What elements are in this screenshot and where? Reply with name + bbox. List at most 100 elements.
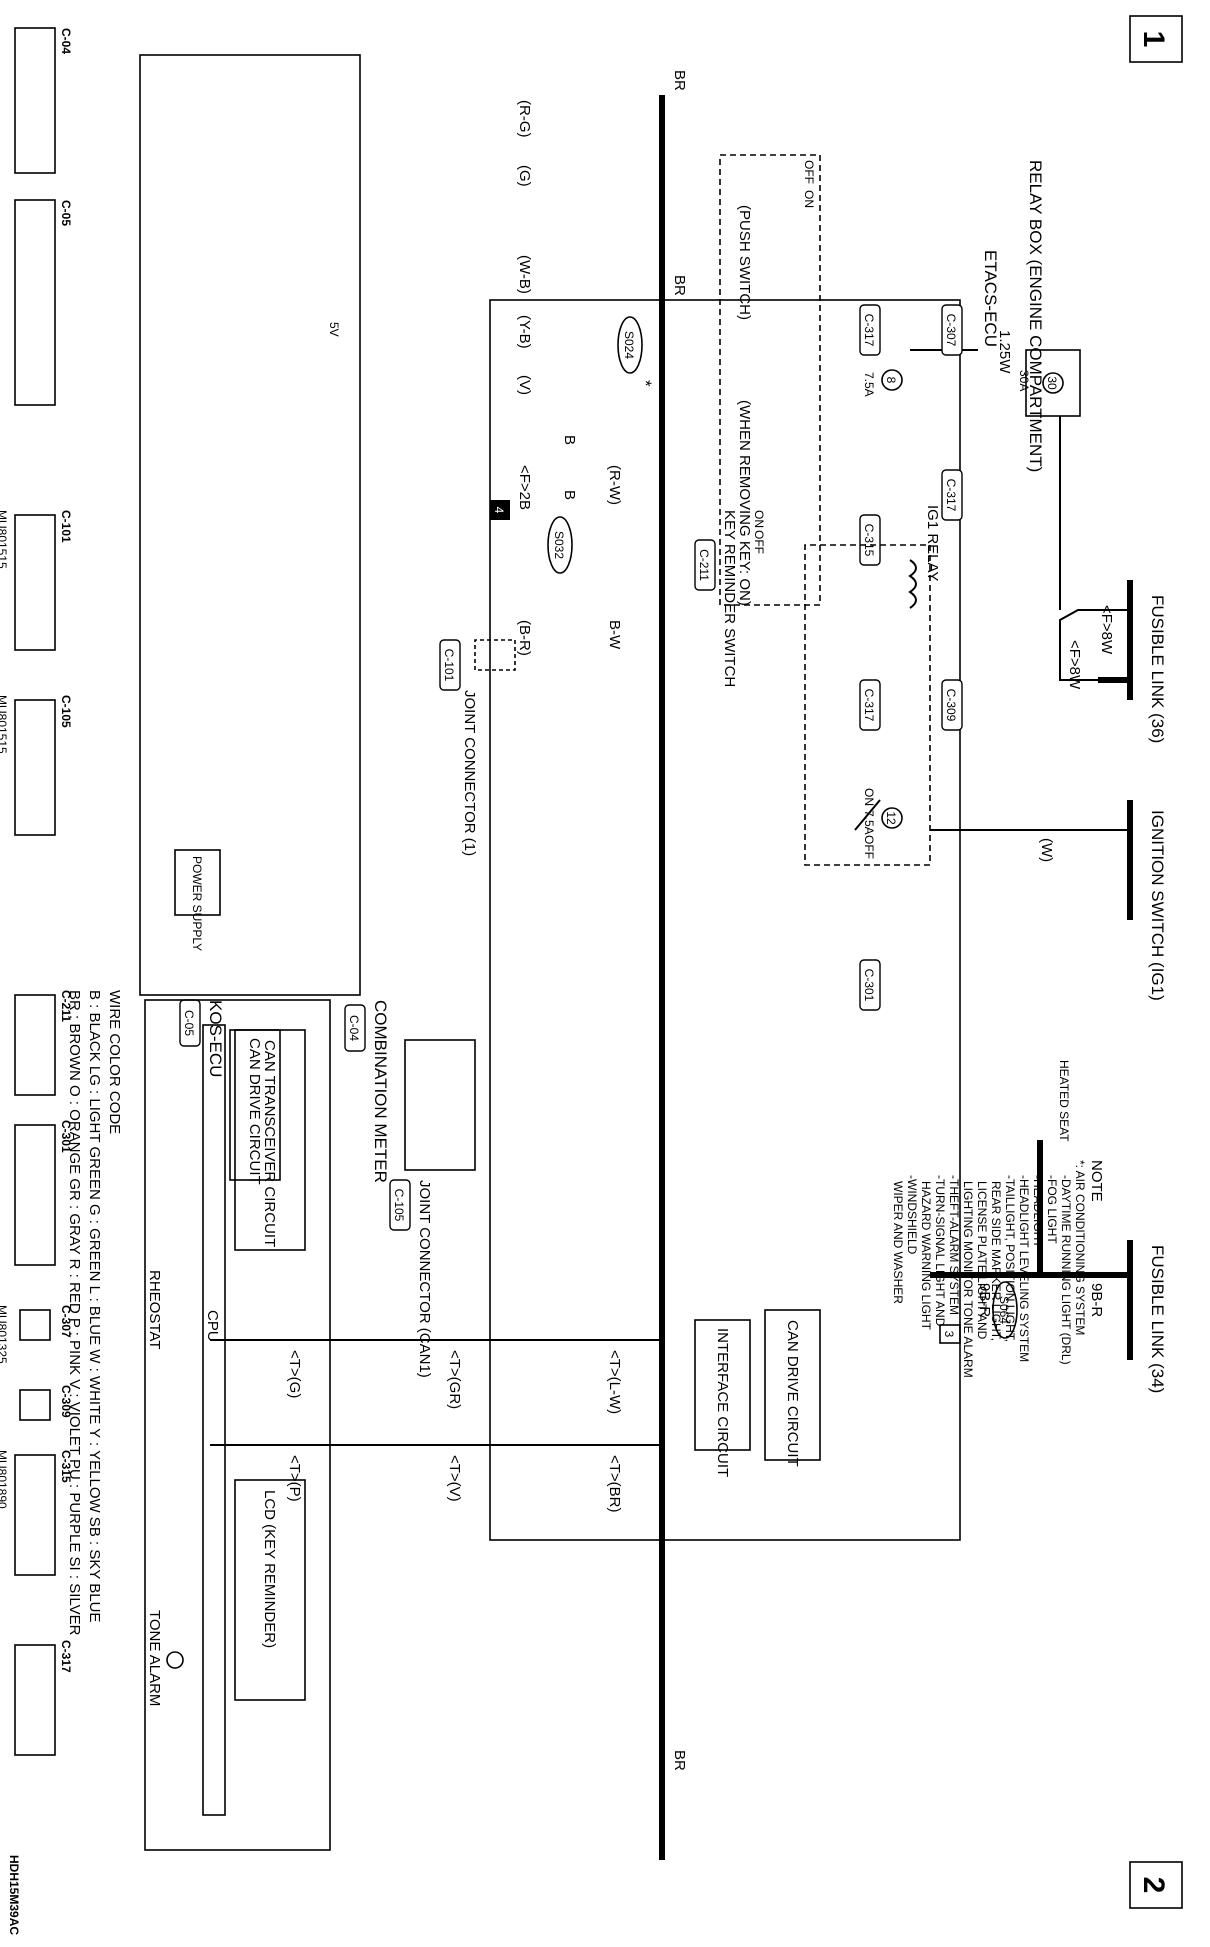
splice-s064: S064 <box>992 1281 1018 1339</box>
fusible-link-36-wires <box>1059 609 1130 681</box>
legend-c211: C-211 <box>14 990 73 1096</box>
tone-alarm-label: TONE ALARM <box>146 1610 163 1706</box>
push-switch-off: OFF <box>802 160 816 184</box>
page-marker-1: 1 <box>1129 15 1183 63</box>
asterisk-label: * <box>636 380 655 387</box>
svg-text:MU801325: MU801325 <box>0 1305 9 1364</box>
joint-connector-can1-label: JOINT CONNECTOR (CAN1) <box>416 1180 433 1378</box>
svg-text:C-317: C-317 <box>59 1640 73 1673</box>
etacs-can-drive-circuit-label: CAN DRIVE CIRCUIT <box>784 1320 801 1467</box>
svg-text:8: 8 <box>884 377 898 384</box>
power-supply-box <box>174 849 221 916</box>
fuse-12: 12 7.5A <box>862 807 903 835</box>
joint-connector-1-label: JOINT CONNECTOR (1) <box>461 690 478 856</box>
wire-label-tbr: <T>(BR) <box>606 1455 623 1513</box>
note-line-6: REAR SIDE MARKER LIGHT, <box>989 1181 1003 1341</box>
fuse-30: 30 30A <box>1017 370 1064 394</box>
connector-tag-c101: C-101 <box>439 639 461 691</box>
wire-label-tg: <T>(G) <box>286 1350 303 1398</box>
note-line-2: -FOG LIGHT <box>1045 1175 1059 1244</box>
wire-label-tv: <T>(V) <box>446 1455 463 1502</box>
wire-label-br-mid: BR <box>671 275 688 296</box>
connector-tag-c315: C-315 <box>859 514 881 566</box>
svg-text:C-101: C-101 <box>442 649 456 682</box>
figure-code: HDH15M39AC <box>7 1855 21 1935</box>
svg-text:C-317: C-317 <box>862 689 876 722</box>
when-removing-label: (WHEN REMOVING KEY: ON) <box>736 400 753 606</box>
wire-label-tlw: <T>(L-W) <box>606 1350 623 1414</box>
note-line-4: -HEADLIGHT LEVELING SYSTEM <box>1017 1175 1031 1362</box>
etacs-ecu-outline <box>489 299 961 1541</box>
note-line-5: -TAILLIGHT, POSITION LIGHT, <box>1003 1175 1017 1342</box>
svg-text:C-211: C-211 <box>59 990 73 1022</box>
can-transceiver-label: CAN TRANSCEIVER CIRCUIT <box>261 1040 278 1247</box>
push-switch-outline <box>719 154 821 606</box>
note-line-12: -WINDSHIELD <box>905 1175 919 1255</box>
note-line-11: HAZARD WARNING LIGHT <box>919 1181 933 1331</box>
ig1-relay-outline <box>804 544 931 866</box>
wire-label-yb: (Y-B) <box>516 315 533 349</box>
svg-text:C-211: C-211 <box>697 549 711 581</box>
connector-tag-c105: C-105 <box>389 1179 411 1231</box>
wire-label-w: (W) <box>1038 838 1055 862</box>
svg-text:3: 3 <box>942 1331 956 1338</box>
interface-circuit-label: INTERFACE CIRCUIT <box>714 1328 731 1477</box>
svg-text:S024: S024 <box>622 331 636 359</box>
svg-text:C-315: C-315 <box>59 1450 73 1483</box>
wire-label-br-left: BR <box>671 70 688 91</box>
lcd-box <box>234 1479 306 1701</box>
svg-text:30A: 30A <box>1017 370 1031 391</box>
cpu-box <box>202 1024 226 1816</box>
legend-c05: C-05 <box>14 199 73 406</box>
power-supply-label: POWER SUPPLY <box>190 856 204 951</box>
wire-label-br-paren: (B-R) <box>516 620 533 656</box>
legend-c309: C-309 <box>19 1385 73 1421</box>
svg-text:30: 30 <box>1045 376 1059 390</box>
connector-tag-c307: C-307 <box>941 304 963 356</box>
svg-text:C-301: C-301 <box>59 1120 73 1153</box>
wire-label-b-a: B <box>561 435 578 445</box>
wire-label-tgr: <T>(GR) <box>446 1350 463 1409</box>
wire-label-g: (G) <box>516 165 533 187</box>
splice-s024: S024 <box>617 316 643 374</box>
etacs-can-drive-circuit-box <box>764 1309 821 1461</box>
push-switch-on: ON <box>802 190 816 208</box>
connector-tag-c05: C-05 <box>179 999 201 1047</box>
wire-label-rg: (R-G) <box>516 100 533 138</box>
legend-c301: C-301 <box>14 1120 73 1266</box>
svg-text:C-309: C-309 <box>59 1385 73 1418</box>
kos-ecu-label: KOS-ECU <box>206 1000 225 1077</box>
note-line-9: -THEFT-ALARM SYSTEM <box>947 1175 961 1315</box>
kos-5v-label: 5V <box>327 322 341 337</box>
note-line-7: LICENSE PLATE LIGHT AND <box>975 1181 989 1340</box>
legend-c315: C-315 MU801890 <box>0 1450 73 1576</box>
wire-label-rw: (R-W) <box>606 465 623 505</box>
combination-meter-outline <box>144 999 331 1851</box>
wire-label-9br-a: 9B-R <box>1088 1283 1105 1317</box>
note-line-13: WIPER AND WASHER <box>891 1181 905 1304</box>
key-reminder-off: OFF <box>752 530 766 554</box>
svg-text:C-317: C-317 <box>944 479 958 512</box>
svg-text:C-315: C-315 <box>862 524 876 557</box>
tone-alarm-icon <box>166 1651 184 1669</box>
svg-text:MU801890: MU801890 <box>0 1450 9 1509</box>
note-line-1: -DAYTIME RUNNING LIGHT (DRL) <box>1059 1175 1073 1365</box>
svg-text:C-05: C-05 <box>59 200 73 226</box>
ig1-relay-on: ON <box>862 788 876 806</box>
key-reminder-switch-label: KEY REMINDER SWITCH <box>721 510 738 687</box>
key-reminder-on: ON <box>752 510 766 528</box>
page-marker-2: 2 <box>1129 1861 1183 1909</box>
svg-text:S032: S032 <box>552 531 566 559</box>
note-line-0: *: AIR CONDITIONING SYSTEM <box>1073 1160 1087 1335</box>
svg-text:C-309: C-309 <box>944 689 958 722</box>
joint-connector-1-box <box>474 639 516 671</box>
svg-text:MU801515: MU801515 <box>0 510 9 569</box>
lcd-label: LCD (KEY REMINDER) <box>261 1490 278 1648</box>
wire-label-v: (V) <box>516 375 533 395</box>
wire-label-125w: 1.25W <box>996 330 1013 374</box>
fusible-link-36-label: FUSIBLE LINK (36) <box>1148 595 1167 743</box>
